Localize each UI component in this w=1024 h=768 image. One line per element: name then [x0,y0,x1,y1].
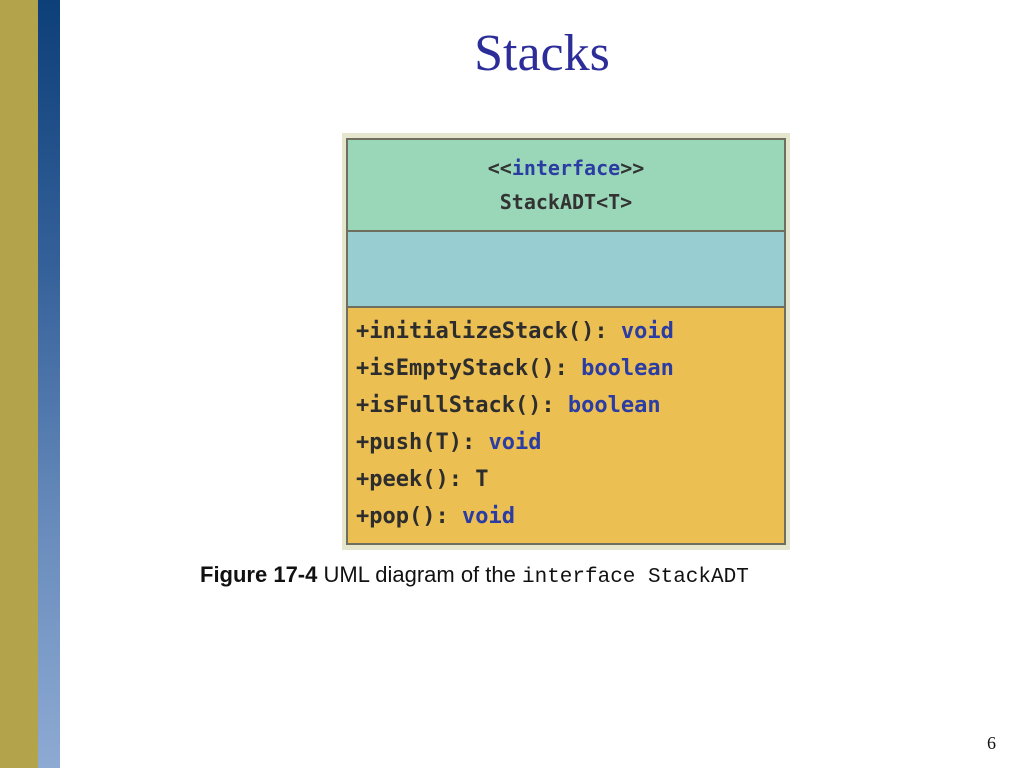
figure-label: Figure 17-4 [200,562,318,587]
uml-operation: +isFullStack(): boolean [356,392,784,420]
figure-caption: Figure 17-4 UML diagram of the interface… [200,562,749,589]
operation-return-type: T [475,467,489,492]
uml-operation: +push(T): void [356,429,784,457]
operation-signature: +push(T): [356,430,489,455]
uml-operation: +pop(): void [356,503,784,531]
operation-signature: +peek(): [356,467,476,492]
operation-return-type: void [488,430,542,455]
uml-class-name: StackADT<T> [499,190,633,214]
operation-signature: +isFullStack(): [356,393,568,418]
operation-signature: +pop(): [356,504,462,529]
uml-operation: +peek(): T [356,466,784,494]
uml-operation: +isEmptyStack(): boolean [356,355,784,383]
uml-stereotype: <<interface>> [488,156,645,180]
caption-text: UML diagram of the [317,562,522,587]
left-blue-gradient-bar [38,0,60,768]
slide-title: Stacks [474,25,610,82]
operation-return-type: boolean [567,393,661,418]
uml-operation: +initializeStack(): void [356,318,784,346]
stereotype-close: >> [620,156,645,180]
operation-return-type: void [620,319,674,344]
uml-operations-compartment: +initializeStack(): void +isEmptyStack()… [348,308,784,543]
left-olive-bar [0,0,38,768]
uml-attribute-compartment [348,232,784,308]
operation-signature: +isEmptyStack(): [356,356,582,381]
operation-return-type: boolean [581,356,674,381]
operation-signature: +initializeStack(): [356,319,621,344]
stereotype-keyword: interface [511,156,621,180]
uml-diagram-frame: <<interface>> StackADT<T> +initializeSta… [342,133,790,550]
stereotype-open: << [487,156,512,180]
page-number: 6 [987,733,996,753]
operation-return-type: void [461,504,515,529]
caption-code: interface StackADT [521,566,749,589]
uml-class-box: <<interface>> StackADT<T> +initializeSta… [346,138,786,545]
uml-name-compartment: <<interface>> StackADT<T> [348,140,784,232]
